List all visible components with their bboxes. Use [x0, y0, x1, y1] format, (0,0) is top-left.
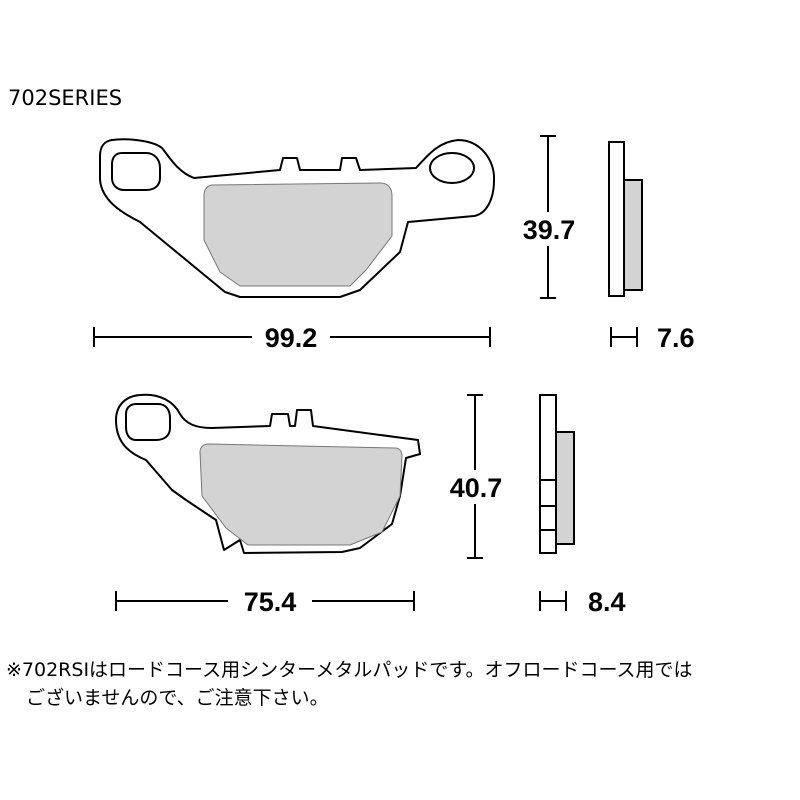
lower-pad-backing-plate — [115, 393, 421, 554]
upper-pad-left-ear-hole — [111, 152, 161, 191]
lower-pad-friction-material — [199, 443, 403, 546]
lower-pad-thickness-label: 8.4 — [588, 587, 626, 617]
upper-pad-right-ear-hole — [429, 152, 475, 184]
upper-pad-friction-material — [203, 182, 393, 287]
upper-pad-thickness-label: 7.6 — [657, 323, 695, 353]
upper-pad-backing-plate — [99, 138, 496, 298]
upper-pad-side-view — [608, 141, 643, 297]
usage-note-line-2: ございませんので、ご注意下さい。 — [26, 687, 329, 709]
usage-note-line-1: ※702RSIはロードコース用シンターメタルパッドです。オフロードコース用では — [6, 659, 693, 681]
lower-pad-width-label: 75.4 — [244, 587, 297, 617]
lower-pad-thickness-dimension — [539, 591, 567, 611]
upper-pad-front-view — [99, 138, 496, 298]
upper-pad-side-backing — [608, 141, 625, 297]
lower-pad-ear-hole — [125, 403, 171, 441]
upper-pad-thickness-dimension — [610, 327, 638, 347]
usage-note: ※702RSIはロードコース用シンターメタルパッドです。オフロードコース用では … — [6, 656, 796, 712]
lower-pad-side-view — [539, 394, 575, 554]
upper-pad-width-label: 99.2 — [265, 323, 318, 353]
series-title: 702SERIES — [8, 86, 123, 110]
lower-pad-front-view — [115, 393, 421, 554]
lower-pad-height-label: 40.7 — [450, 473, 503, 503]
upper-pad-side-friction — [623, 179, 643, 291]
lower-pad-side-friction — [555, 431, 575, 545]
upper-pad-height-label: 39.7 — [523, 215, 576, 245]
